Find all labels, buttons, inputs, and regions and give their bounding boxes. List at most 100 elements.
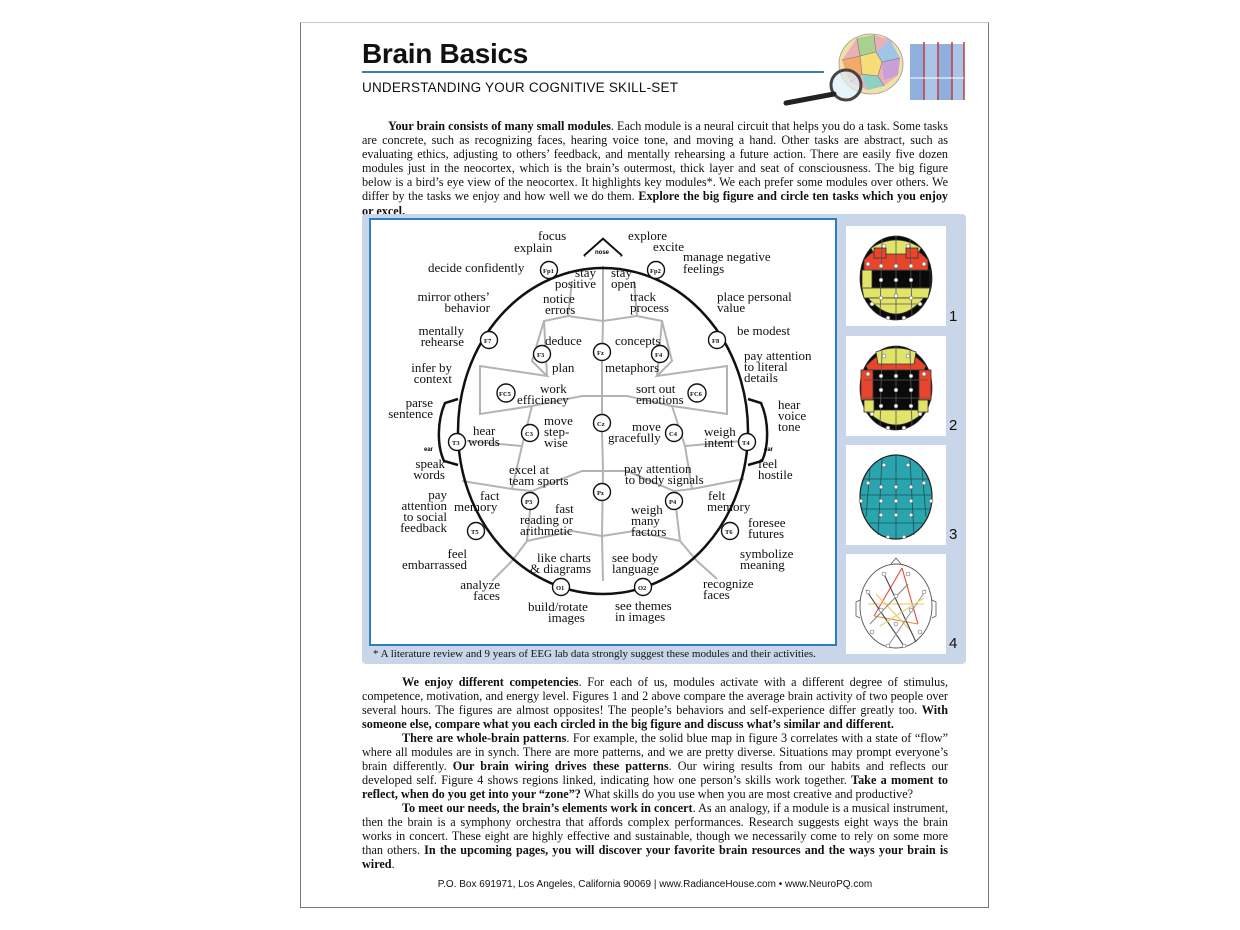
patterns-body-2: . Our wiring results from our habits and… — [362, 759, 948, 788]
svg-text:Fz: Fz — [597, 350, 604, 357]
label-concepts: concepts — [615, 333, 660, 348]
head-outline — [437, 237, 769, 596]
electrode-pz: Pz — [592, 482, 612, 502]
competencies-instruction: With someone else, compare what you each… — [362, 703, 948, 732]
brain-map-footnote: * A literature review and 9 years of EEG… — [373, 648, 816, 660]
electrode-t6: T6 — [720, 521, 740, 541]
label-explain: explain — [514, 240, 553, 255]
header-illustration — [783, 33, 965, 106]
figure-4-number: 4 — [949, 635, 958, 652]
patterns-tail: What skills do you use when you are most… — [580, 787, 914, 802]
concert-paragraph: To meet our needs, the brain’s elements … — [362, 801, 948, 871]
ear-right-label: ear — [764, 447, 774, 453]
nose-label: nose — [595, 250, 610, 256]
electrode-p3: P3 — [520, 491, 540, 511]
svg-text:Fp1: Fp1 — [543, 268, 554, 275]
figure-2-number: 2 — [949, 417, 958, 434]
intro-paragraph: Your brain consists of many small module… — [362, 119, 948, 218]
electrode-cz: Cz — [592, 413, 612, 433]
concert-body: . As an analogy, if a module is a musica… — [362, 801, 948, 858]
svg-text:F8: F8 — [712, 338, 720, 345]
brain-map: nose ear ear Fp1 Fp2 F7 F8 F3 Fz F4 FC5 … — [388, 228, 812, 625]
competencies-lead: We enjoy different competencies — [402, 675, 579, 689]
ear-left-label: ear — [424, 447, 434, 453]
electrode-f7: F7 — [479, 330, 499, 350]
svg-text:Cz: Cz — [597, 421, 605, 428]
electrode-o1: O1 — [551, 577, 571, 597]
figure-3-brain — [858, 454, 934, 540]
electrode-c4: C4 — [664, 423, 684, 443]
figure-3-number: 3 — [949, 526, 958, 543]
electrode-f4: F4 — [650, 344, 670, 364]
page-footer: P.O. Box 691971, Los Angeles, California… — [437, 879, 873, 890]
patterns-paragraph: There are whole-brain patterns. For exam… — [362, 731, 948, 801]
electrode-c3: C3 — [520, 423, 540, 443]
electrode-fc6: FC6 — [687, 383, 707, 403]
svg-text:T6: T6 — [725, 529, 733, 536]
label-decide-confidently: decide confidently — [428, 260, 525, 275]
label-focus: focus — [538, 228, 566, 243]
label-like-charts: like charts& diagrams — [530, 550, 591, 576]
svg-text:FC5: FC5 — [499, 391, 512, 398]
page-subtitle: UNDERSTANDING YOUR COGNITIVE SKILL-SET — [362, 80, 679, 95]
electrode-fp2: Fp2 — [646, 260, 666, 280]
competencies-body: . For each of us, modules activate with … — [362, 675, 948, 718]
electrode-fp1: Fp1 — [539, 260, 559, 280]
electrode-o2: O2 — [633, 577, 653, 597]
concert-upcoming: In the upcoming pages, you will discover… — [362, 843, 948, 872]
figure-1 — [846, 226, 946, 326]
magnifier-icon — [783, 68, 863, 106]
svg-text:C4: C4 — [669, 431, 678, 438]
figure-1-number: 1 — [949, 308, 958, 325]
patterns-lead: There are whole-brain patterns — [402, 731, 567, 745]
svg-text:P4: P4 — [669, 499, 677, 506]
svg-text:P3: P3 — [525, 499, 533, 506]
svg-text:O2: O2 — [638, 585, 646, 592]
svg-text:O1: O1 — [556, 585, 564, 592]
patterns-body: . For example, the solid blue map in fig… — [362, 731, 948, 774]
electrode-fz: Fz — [592, 342, 612, 362]
electrode-fc5: FC5 — [496, 383, 516, 403]
svg-text:F7: F7 — [484, 338, 492, 345]
label-mirror-others: mirror others’behavior — [417, 289, 490, 315]
svg-text:F4: F4 — [655, 352, 663, 359]
electrode-t5: T5 — [466, 521, 486, 541]
figure-3 — [846, 445, 946, 545]
column-chart-icon — [910, 42, 965, 100]
patterns-reflect: Take a moment to reflect, when do you ge… — [362, 773, 948, 802]
label-deduce: deduce — [545, 333, 582, 348]
concert-lead: To meet our needs, the brain’s elements … — [402, 801, 693, 815]
label-explore: explore — [628, 228, 667, 243]
figure-2 — [846, 336, 946, 436]
figure-2-brain — [859, 345, 933, 431]
label-plan: plan — [552, 360, 575, 375]
svg-text:Pz: Pz — [597, 490, 604, 497]
electrode-f8: F8 — [707, 330, 727, 350]
